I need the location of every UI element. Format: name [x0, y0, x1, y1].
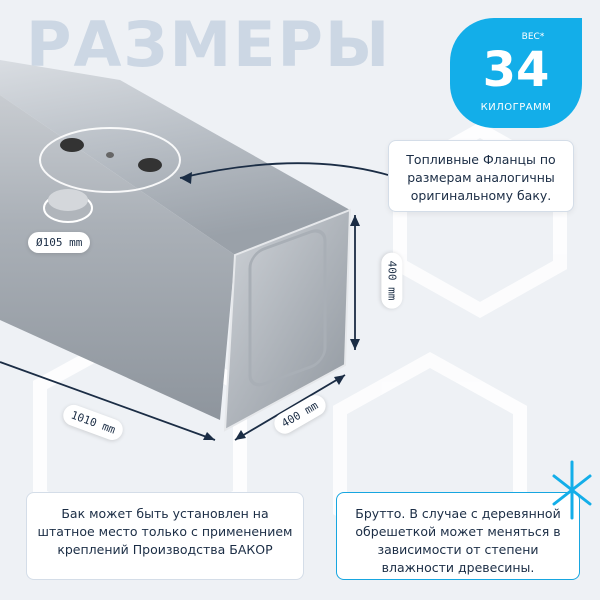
- weight-unit: КИЛОГРАММ: [480, 102, 552, 113]
- flanges-note: Топливные Фланцы по размерам аналогичны …: [388, 140, 574, 212]
- weight-value: 34: [482, 42, 550, 98]
- installation-note: Бак может быть установлен на штатное мес…: [26, 492, 304, 580]
- weight-badge: ВЕС* 34 КИЛОГРАММ: [450, 18, 582, 128]
- asterisk-icon: [552, 460, 592, 520]
- weight-label: ВЕС*: [521, 32, 545, 42]
- page-title: РАЗМЕРЫ: [26, 8, 392, 81]
- flange-diameter-label: Ø105 mm: [28, 232, 91, 253]
- gross-weight-note: Брутто. В случае с деревянной обрешеткой…: [336, 492, 580, 580]
- height-label: 400 mm: [381, 252, 403, 309]
